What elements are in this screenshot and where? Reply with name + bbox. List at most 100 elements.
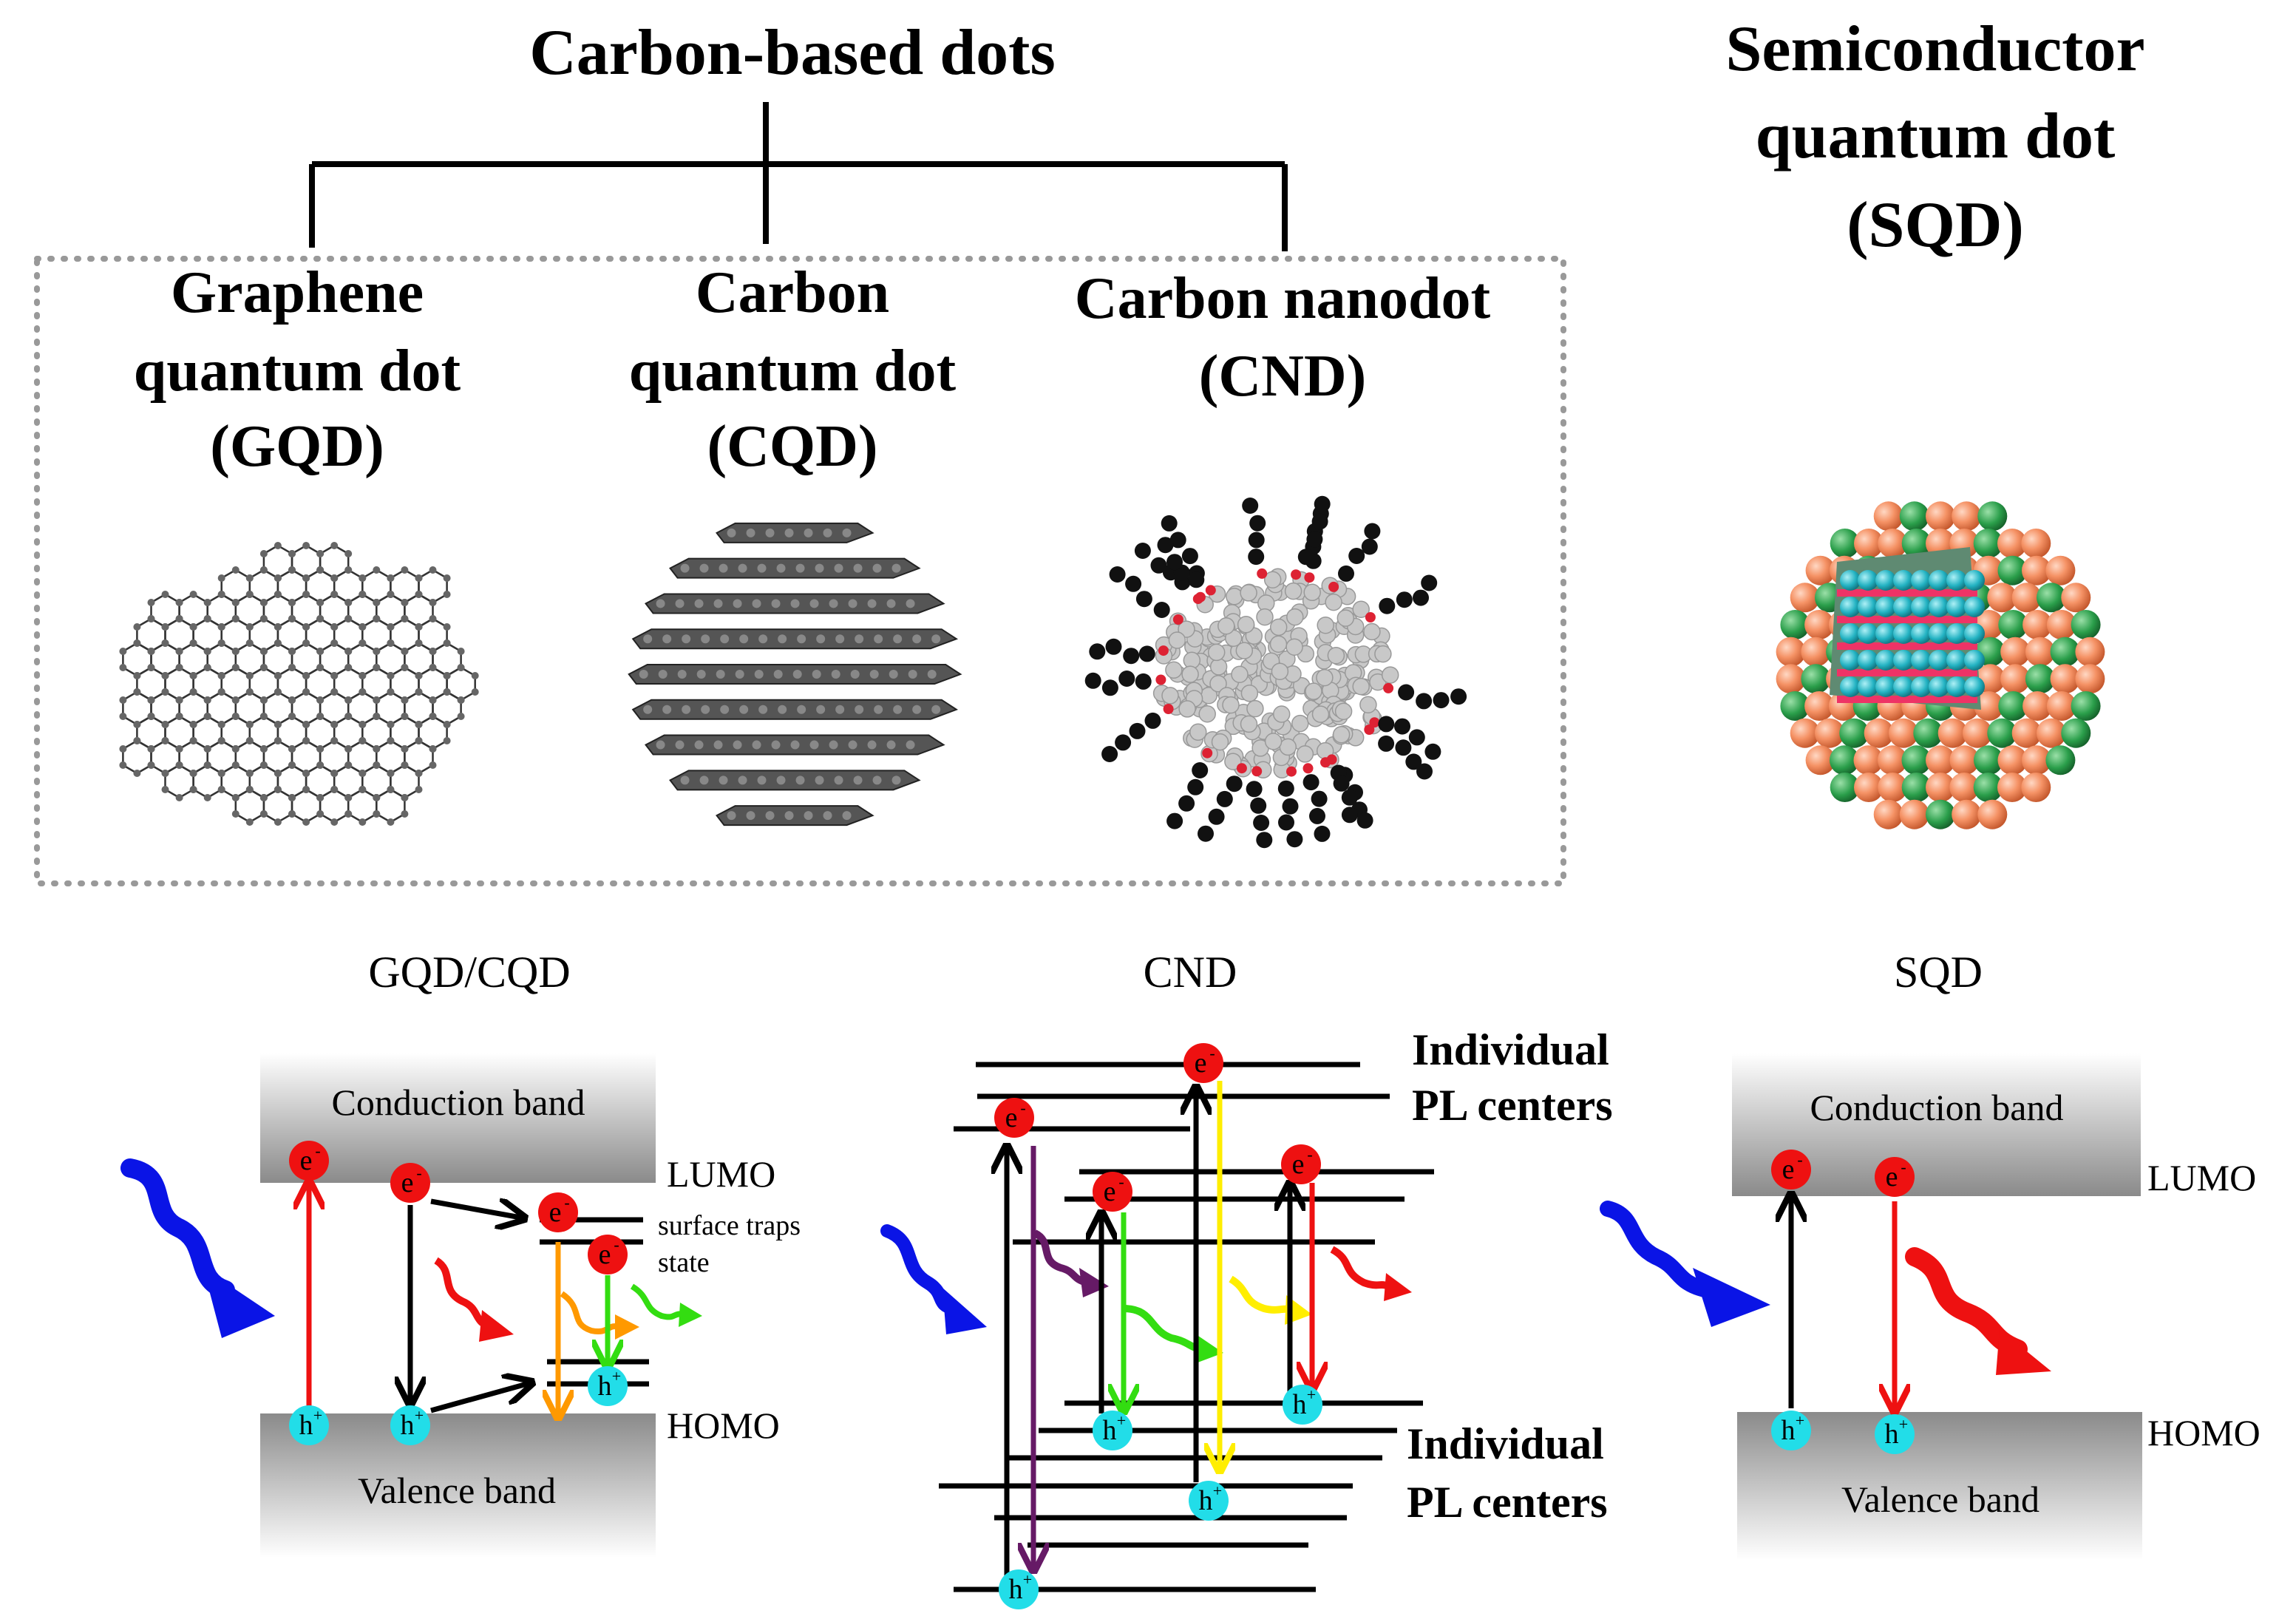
graphite-atom <box>752 740 761 750</box>
core-atom <box>1964 623 1985 644</box>
core-atom <box>1875 676 1896 697</box>
shell-atom <box>2045 555 2076 586</box>
electron-icon: e- <box>1875 1157 1915 1197</box>
core-carbon-atom <box>1222 696 1240 714</box>
shell-atom <box>1780 691 1810 721</box>
hole-icon: h+ <box>588 1366 628 1406</box>
gqd-title-line-2: quantum dot <box>134 339 461 404</box>
shell-atom <box>1790 583 1820 613</box>
shell-atom <box>1952 799 1982 829</box>
graphene-sheet-icon <box>119 542 479 826</box>
graphite-atom <box>790 599 800 608</box>
sqd-energy-diagram: Conduction band Valence band LUMO HOMO e… <box>1600 1053 2261 1560</box>
core-carbon-atom <box>1226 588 1243 605</box>
shell-atom <box>2071 610 2101 639</box>
hole-symbol: h <box>1103 1415 1117 1446</box>
graphite-atom <box>809 740 819 750</box>
electron-icon: e- <box>1183 1043 1223 1083</box>
graphite-atom <box>848 599 857 608</box>
graphite-atom <box>816 705 826 714</box>
graphite-atom <box>643 705 653 714</box>
ligand-atom <box>1178 795 1195 812</box>
oxygen-atom <box>1158 645 1169 656</box>
core-carbon-atom <box>1317 616 1334 634</box>
shell-atom <box>1977 501 2008 532</box>
oxygen-atom <box>1286 766 1297 777</box>
ligand-atom <box>1433 692 1450 709</box>
charge-sign: - <box>1307 1145 1312 1164</box>
graphite-atom <box>776 775 786 785</box>
electron-symbol: e <box>1104 1176 1116 1207</box>
gqd-cqd-energy-diagram: Conduction band Valence band LUMO HOMO s… <box>120 1053 801 1558</box>
core-atom <box>1911 570 1932 591</box>
ligand-atom <box>1144 712 1161 729</box>
purple-wavy-emission-icon <box>1033 1229 1088 1286</box>
electron-icon: e- <box>1093 1172 1132 1212</box>
core-atom <box>1840 570 1861 591</box>
shell-atom <box>1853 745 1884 775</box>
core-atom <box>1875 650 1896 671</box>
shell-atom <box>1949 773 1980 802</box>
conduction-band-label: Conduction band <box>331 1082 585 1123</box>
graphite-atom <box>699 775 709 785</box>
oxygen-atom <box>1172 614 1183 625</box>
graphite-atom <box>699 563 709 573</box>
carbon-nanodot-molecule-icon <box>1084 495 1467 849</box>
hole-icon: h+ <box>1093 1411 1132 1450</box>
charge-sign: - <box>1209 1044 1215 1062</box>
graphite-atom <box>797 705 806 714</box>
graphite-atom <box>816 634 826 644</box>
charge-sign: - <box>614 1235 619 1254</box>
graphite-layer <box>631 628 959 650</box>
carbon-dots-dotted-box <box>34 256 1566 886</box>
charge-sign: - <box>1797 1150 1802 1169</box>
gqd-cqd-panel-label: GQD/CQD <box>368 948 570 997</box>
graphite-atom <box>716 670 725 679</box>
core-carbon-atom <box>1240 584 1257 602</box>
core-atom <box>1946 623 1967 644</box>
core-atom <box>1858 570 1878 591</box>
shell-atom <box>1889 718 1918 748</box>
oxygen-atom <box>1328 581 1339 592</box>
sqd-title-line-3: (SQD) <box>1847 189 2024 261</box>
shell-atom <box>2071 691 2101 721</box>
wavy-excitation-arrow-icon <box>1600 1201 1716 1298</box>
graphite-atom <box>733 599 742 608</box>
ligand-atom <box>1256 832 1273 849</box>
shell-atom <box>1830 773 1860 802</box>
ligand-atom <box>1277 780 1294 797</box>
graphite-atom <box>874 634 883 644</box>
shell-atom <box>2021 529 2051 558</box>
charge-sign: + <box>313 1406 322 1425</box>
core-carbon-atom <box>1165 661 1183 679</box>
core-carbon-atom <box>1303 583 1321 602</box>
oxygen-atom <box>1202 747 1213 758</box>
shell-atom <box>2046 610 2076 639</box>
core-carbon-atom <box>1285 638 1303 656</box>
shell-atom <box>1997 555 2028 586</box>
graphite-atom <box>906 740 915 750</box>
pl-centers-top-label-2: PL centers <box>1412 1081 1613 1130</box>
shell-atom <box>1997 529 2027 558</box>
graphite-atom <box>872 775 882 785</box>
core-carbon-atom <box>1269 618 1288 637</box>
excitation-arrowhead <box>942 1288 987 1334</box>
graphite-atom <box>727 528 736 537</box>
core-atom <box>1929 597 1949 617</box>
graphite-atom <box>893 634 903 644</box>
ligand-atom <box>1115 734 1132 751</box>
hole-symbol: h <box>1293 1389 1307 1420</box>
core-carbon-atom <box>1284 582 1302 600</box>
shell-atom <box>1790 718 1820 748</box>
graphite-atom <box>758 705 768 714</box>
charge-sign: - <box>416 1164 421 1182</box>
ligand-atom <box>1396 591 1413 608</box>
shell-atom <box>2022 745 2051 775</box>
ligand-atom <box>1109 566 1126 583</box>
wavy-emission-arrow-icon <box>1905 1247 2028 1359</box>
gqd-title: Graphene quantum dot (GQD) <box>134 260 461 479</box>
graphite-atom <box>658 670 668 679</box>
surface-traps-label-1: surface traps <box>658 1210 801 1241</box>
shell-atom <box>2061 583 2091 613</box>
purple-emission-arrowhead <box>1079 1268 1109 1297</box>
